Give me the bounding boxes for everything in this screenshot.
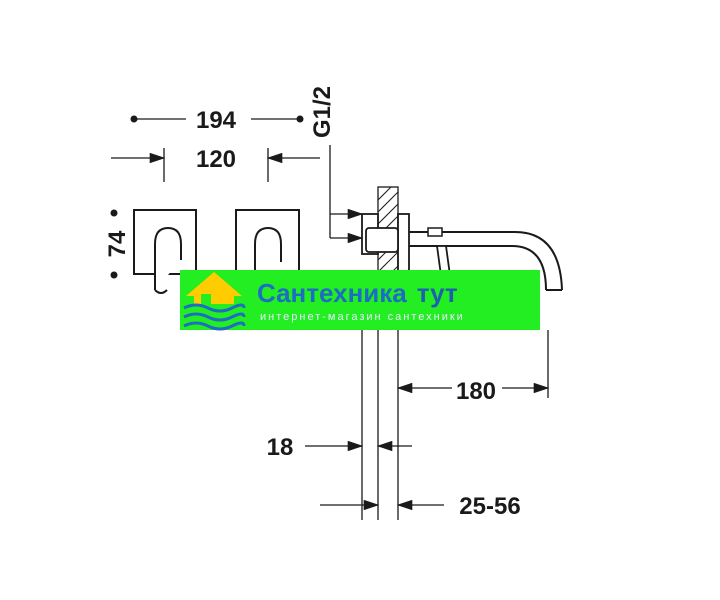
overall-width-label: 194	[196, 107, 237, 134]
plate-height-label: 74	[104, 230, 131, 257]
wall-depth-dimension: 25-56	[320, 493, 521, 520]
reference-lines	[361, 330, 549, 520]
wall-depth-label: 25-56	[459, 493, 520, 520]
plate-height-dimension: 74	[104, 209, 131, 279]
handle-spacing-label: 120	[196, 146, 236, 173]
left-handle-plate	[133, 209, 197, 294]
spout-projection-dimension: 180	[396, 378, 550, 405]
spout-projection-label: 180	[456, 378, 496, 405]
plate-thickness-label: 18	[267, 434, 294, 461]
overall-width-dimension: 194	[130, 107, 304, 134]
plate-thickness-dimension: 18	[267, 434, 412, 461]
watermark-subtitle: интернет-магазин сантехники	[260, 311, 465, 323]
handle-spacing-dimension: 120	[111, 146, 320, 182]
thread-dimension: G1/2	[309, 86, 364, 244]
mixer-body	[361, 213, 410, 280]
thread-label: G1/2	[309, 86, 336, 138]
house-logo-icon	[183, 272, 246, 331]
